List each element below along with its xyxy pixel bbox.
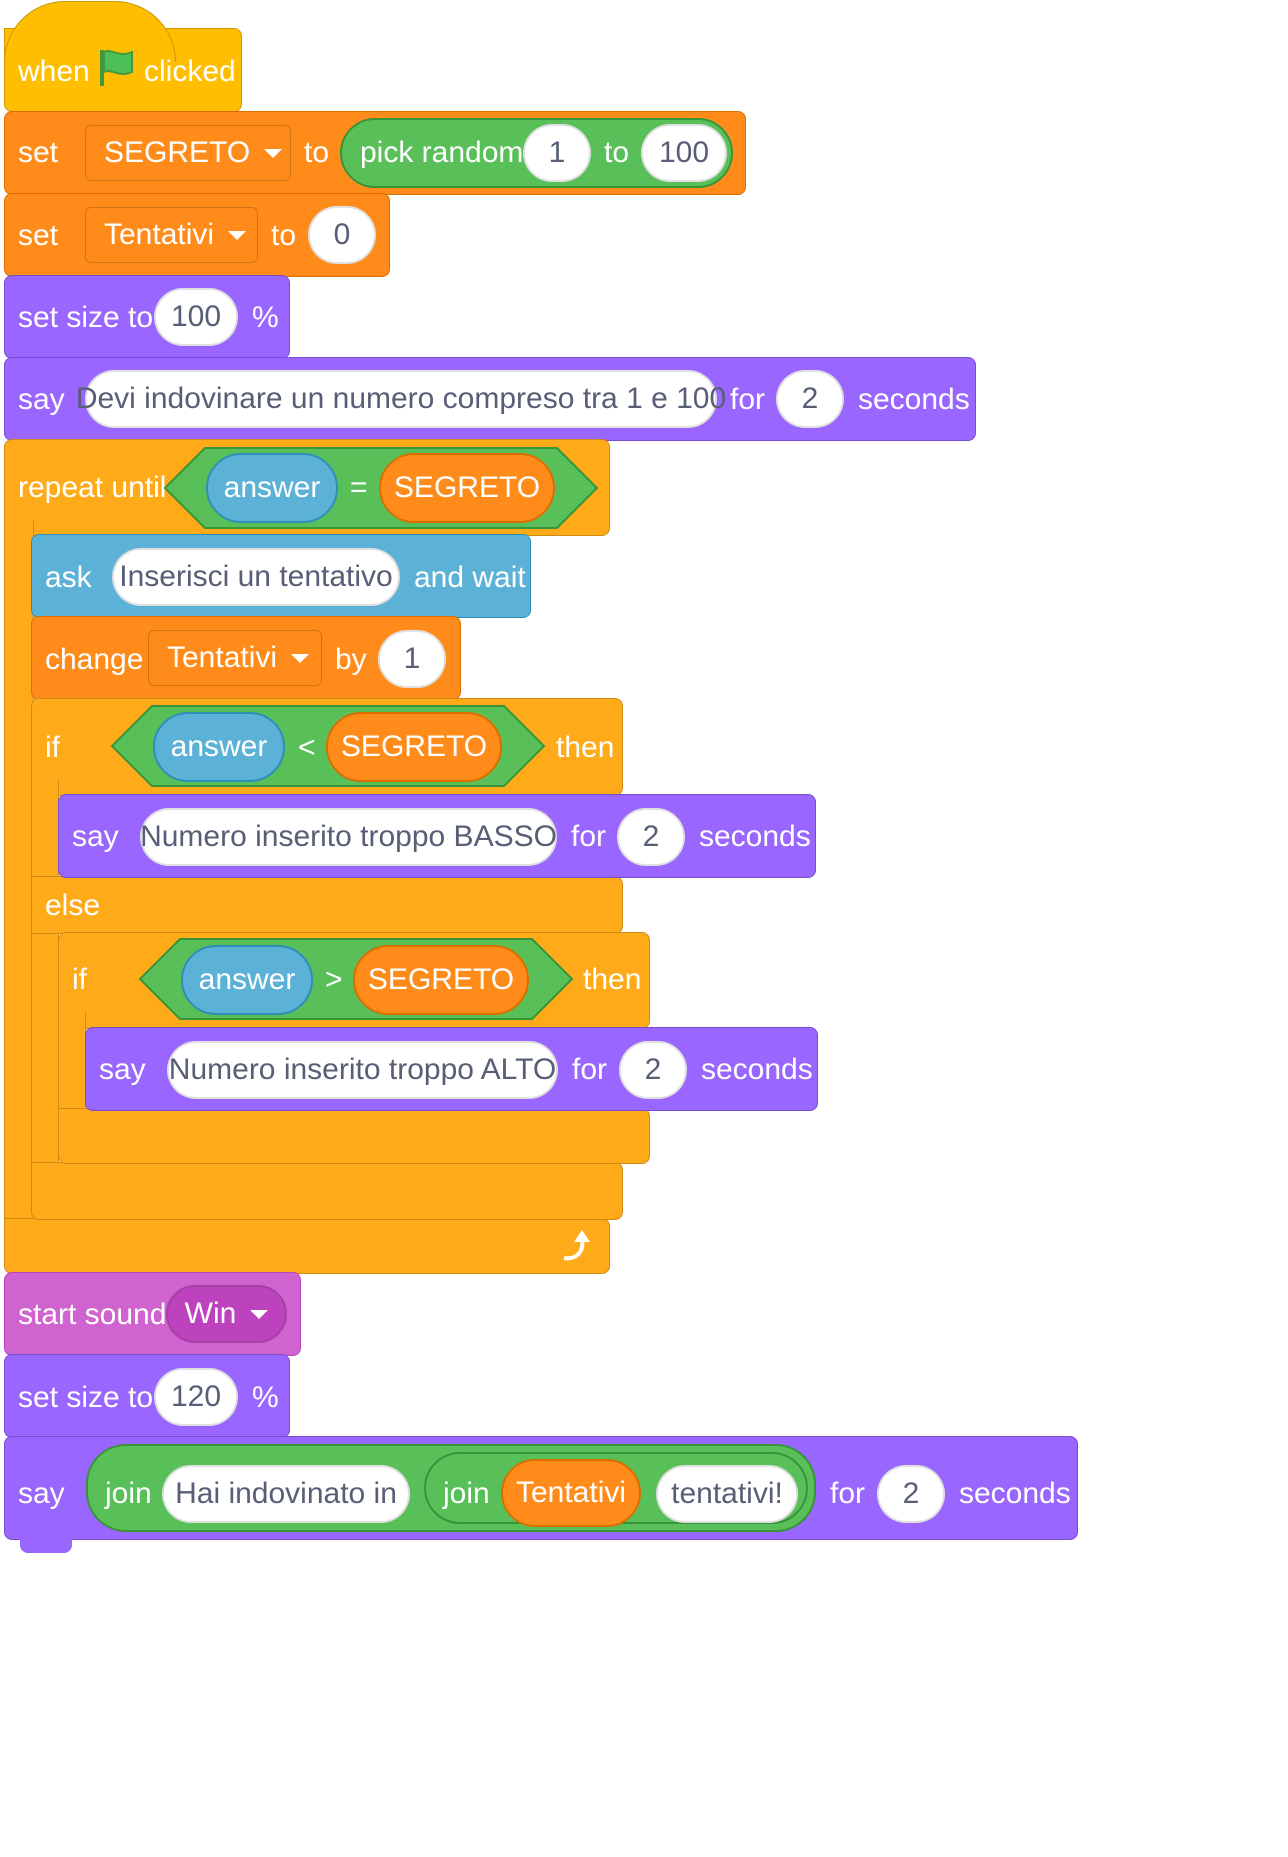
by-label: by: [335, 643, 367, 676]
message-input[interactable]: Devi indovinare un numero compreso tra 1…: [76, 370, 726, 428]
change-label: change: [45, 643, 144, 676]
if-label: if: [72, 963, 87, 996]
seconds-label: seconds: [699, 820, 811, 853]
join-label: join: [105, 1477, 152, 1510]
percent-label: %: [252, 301, 279, 334]
dropdown-caret-icon: [264, 148, 283, 158]
dropdown-caret-icon: [250, 1309, 269, 1319]
set-size-label: set size to: [18, 301, 154, 334]
then-label: then: [583, 963, 642, 996]
random-min-input[interactable]: 1: [523, 124, 591, 182]
percent-label: %: [252, 1381, 279, 1414]
answer-reporter[interactable]: answer: [181, 945, 313, 1015]
segreto-reporter[interactable]: SEGRETO: [353, 945, 529, 1015]
segreto-variable-dropdown[interactable]: SEGRETO: [85, 125, 291, 181]
clicked-label: clicked: [144, 55, 236, 88]
if-label: if: [45, 731, 60, 764]
seconds-input[interactable]: 2: [619, 1041, 687, 1099]
equals-operator-label: =: [350, 471, 368, 504]
for-label: for: [730, 383, 766, 416]
tentativi-variable-dropdown[interactable]: Tentativi: [85, 207, 258, 263]
then-label: then: [556, 731, 615, 764]
size-input[interactable]: 100: [154, 288, 238, 346]
if-else-foot: [31, 1162, 623, 1220]
join-text-input[interactable]: Hai indovinato in: [162, 1465, 410, 1523]
message-input[interactable]: Numero inserito troppo ALTO: [167, 1041, 558, 1099]
if-then-arm: [58, 1012, 86, 1122]
pick-random-label: pick random: [360, 136, 524, 169]
dropdown-caret-icon: [291, 653, 310, 663]
seconds-input[interactable]: 2: [776, 370, 844, 428]
message-input[interactable]: Numero inserito troppo BASSO: [140, 808, 557, 866]
random-max-input[interactable]: 100: [641, 124, 727, 182]
dropdown-caret-icon: [228, 230, 247, 240]
segreto-reporter[interactable]: SEGRETO: [379, 453, 555, 523]
green-flag-icon: [98, 48, 136, 93]
set-size-block[interactable]: [4, 1354, 290, 1438]
answer-reporter[interactable]: answer: [153, 712, 285, 782]
seconds-input[interactable]: 2: [877, 1465, 945, 1523]
question-input[interactable]: Inserisci un tentativo: [112, 548, 400, 606]
loop-arrow-icon: [558, 1228, 596, 1269]
to-label: to: [271, 219, 297, 252]
else-label: else: [45, 889, 101, 922]
join-text-input[interactable]: tentativi!: [656, 1465, 798, 1523]
segreto-reporter[interactable]: SEGRETO: [326, 712, 502, 782]
repeat-until-arm: [4, 520, 34, 1240]
tentativi-variable-dropdown[interactable]: Tentativi: [148, 630, 322, 686]
if-else-arm: [31, 780, 59, 1200]
to-label: to: [604, 136, 630, 169]
set-value-input[interactable]: 0: [308, 206, 376, 264]
for-label: for: [571, 820, 607, 853]
seconds-label: seconds: [858, 383, 970, 416]
for-label: for: [572, 1053, 608, 1086]
bottom-connector: [20, 1539, 72, 1553]
say-label: say: [72, 820, 119, 853]
start-sound-label: start sound: [18, 1298, 167, 1331]
set-size-label: set size to: [18, 1381, 154, 1414]
if-then-foot: [58, 1108, 650, 1164]
say-label: say: [99, 1053, 146, 1086]
say-label: say: [18, 383, 65, 416]
answer-reporter[interactable]: answer: [206, 453, 338, 523]
seconds-label: seconds: [701, 1053, 813, 1086]
to-label: to: [304, 136, 330, 169]
repeat-until-label: repeat until: [18, 471, 167, 504]
set-label: set: [18, 219, 59, 252]
for-label: for: [830, 1477, 866, 1510]
size-input[interactable]: 120: [154, 1368, 238, 1426]
seconds-input[interactable]: 2: [617, 808, 685, 866]
join-label: join: [443, 1477, 490, 1510]
and-wait-label: and wait: [414, 561, 526, 594]
greater-than-operator-label: >: [325, 963, 343, 996]
less-than-operator-label: <: [298, 731, 316, 764]
set-label: set: [18, 136, 59, 169]
sound-menu[interactable]: Win: [166, 1285, 287, 1343]
repeat-until-foot: [4, 1218, 610, 1274]
say-label: say: [18, 1477, 65, 1510]
seconds-label: seconds: [959, 1477, 1071, 1510]
else-section: [31, 876, 623, 934]
ask-label: ask: [45, 561, 92, 594]
hat-cap: [4, 1, 176, 62]
when-label: when: [18, 55, 90, 88]
tentativi-reporter[interactable]: Tentativi: [501, 1459, 641, 1527]
change-value-input[interactable]: 1: [378, 630, 446, 688]
